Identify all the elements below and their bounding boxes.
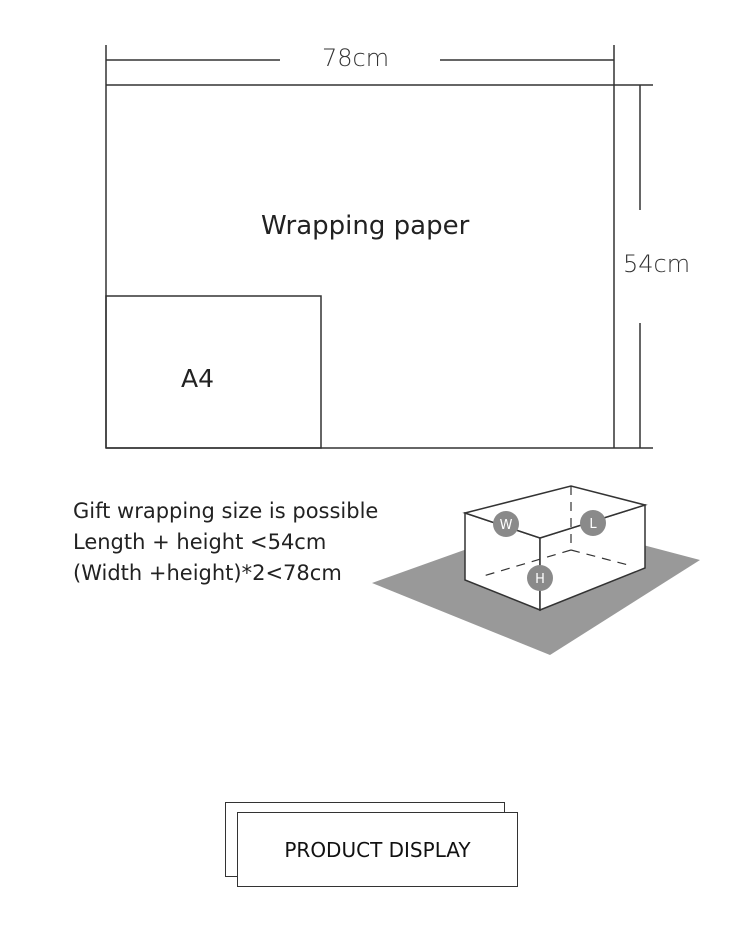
length-badge: L bbox=[580, 510, 606, 536]
width-badge: W bbox=[493, 511, 519, 537]
info-line: (Width +height)*2<78cm bbox=[73, 561, 342, 585]
wrapping-paper-label: Wrapping paper bbox=[261, 211, 470, 241]
height-badge: H bbox=[527, 565, 553, 591]
size-info: Gift wrapping size is possible Length + … bbox=[73, 496, 378, 589]
product-display-label: PRODUCT DISPLAY bbox=[284, 837, 471, 862]
info-line: Length + height <54cm bbox=[73, 530, 327, 554]
svg-text:L: L bbox=[589, 517, 597, 532]
svg-text:W: W bbox=[500, 518, 513, 533]
a4-label: A4 bbox=[181, 364, 215, 393]
product-display-button[interactable]: PRODUCT DISPLAY bbox=[237, 812, 518, 887]
width-label: 78cm bbox=[322, 44, 390, 72]
a4-sheet bbox=[105, 295, 322, 449]
height-label: 54cm bbox=[623, 250, 691, 278]
info-line: Gift wrapping size is possible bbox=[73, 499, 379, 523]
svg-text:H: H bbox=[535, 572, 545, 587]
